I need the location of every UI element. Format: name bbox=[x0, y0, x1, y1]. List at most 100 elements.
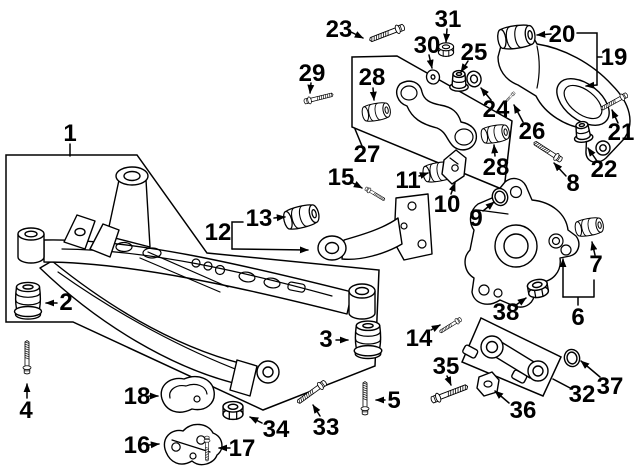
part-37-ring[interactable] bbox=[562, 347, 582, 369]
part-25-nut[interactable] bbox=[449, 69, 469, 92]
part-34-nut[interactable] bbox=[222, 400, 244, 421]
part-35-bolt[interactable] bbox=[429, 381, 470, 406]
callout-31[interactable]: 31 bbox=[435, 6, 462, 33]
callout-17[interactable]: 17 bbox=[229, 435, 256, 462]
part-18-cover[interactable] bbox=[160, 375, 215, 413]
leader-6-bracket bbox=[562, 279, 595, 306]
leader-12-bracket bbox=[231, 221, 244, 250]
callout-1[interactable]: 1 bbox=[63, 120, 76, 147]
part-1-subframe[interactable] bbox=[17, 166, 376, 397]
callout-11[interactable]: 11 bbox=[395, 167, 420, 194]
leader-32 bbox=[552, 378, 573, 390]
leader-19-arrow bbox=[585, 81, 598, 89]
leader-28b bbox=[491, 144, 499, 157]
leader-11 bbox=[418, 172, 429, 179]
callout-8[interactable]: 8 bbox=[566, 170, 579, 197]
callout-10[interactable]: 10 bbox=[434, 191, 461, 218]
callout-19[interactable]: 19 bbox=[601, 44, 628, 71]
callout-6[interactable]: 6 bbox=[571, 304, 584, 331]
leader-16 bbox=[148, 441, 160, 449]
callout-20[interactable]: 20 bbox=[549, 21, 576, 48]
leader-21 bbox=[611, 109, 619, 124]
callout-7[interactable]: 7 bbox=[589, 251, 602, 278]
callout-3[interactable]: 3 bbox=[319, 326, 332, 353]
part-2-bushing[interactable] bbox=[13, 281, 43, 320]
callout-18[interactable]: 18 bbox=[124, 383, 151, 410]
callout-24[interactable]: 24 bbox=[483, 96, 510, 123]
leader-33 bbox=[312, 404, 321, 417]
leader-30 bbox=[426, 54, 434, 69]
leader-8 bbox=[553, 162, 567, 177]
callout-labels: 1 2 3 4 5 6 7 8 9 10 11 12 13 14 15 16 1… bbox=[19, 6, 634, 462]
part-5-bolt[interactable] bbox=[360, 381, 370, 416]
callout-36[interactable]: 36 bbox=[510, 397, 537, 424]
leader-20 bbox=[536, 30, 552, 38]
subframe-main-beam bbox=[43, 239, 353, 315]
callout-28b[interactable]: 28 bbox=[483, 154, 510, 181]
callout-25[interactable]: 25 bbox=[461, 39, 488, 66]
callout-15[interactable]: 15 bbox=[328, 164, 355, 191]
subframe-left-mount bbox=[17, 233, 45, 264]
part-3-bushing[interactable] bbox=[353, 320, 383, 360]
leader-37 bbox=[580, 360, 601, 378]
callout-38[interactable]: 38 bbox=[493, 299, 520, 326]
part-29-bolt[interactable] bbox=[302, 90, 335, 106]
callout-5[interactable]: 5 bbox=[387, 387, 400, 414]
part-14-bolt[interactable] bbox=[437, 315, 463, 335]
leader-13 bbox=[273, 214, 286, 222]
leader-7 bbox=[590, 241, 598, 256]
part-15-screw[interactable] bbox=[363, 185, 387, 203]
subframe-holes bbox=[115, 241, 306, 293]
part-27-upper-arm[interactable] bbox=[396, 80, 478, 151]
part-12-trailing-arm[interactable] bbox=[317, 193, 433, 261]
callout-35[interactable]: 35 bbox=[433, 353, 460, 380]
callout-28a[interactable]: 28 bbox=[359, 64, 386, 91]
part-13-bushing[interactable] bbox=[281, 201, 322, 233]
part-16-bracket[interactable] bbox=[163, 423, 223, 466]
part-10-bracket[interactable] bbox=[441, 149, 467, 185]
leader-23 bbox=[350, 31, 364, 39]
callout-2[interactable]: 2 bbox=[59, 289, 72, 316]
callout-26[interactable]: 26 bbox=[519, 118, 546, 145]
part-19-lower-arm[interactable] bbox=[497, 30, 631, 163]
leader-28a bbox=[369, 87, 377, 101]
callout-23[interactable]: 23 bbox=[326, 16, 353, 43]
callout-37[interactable]: 37 bbox=[597, 373, 624, 400]
leader-24 bbox=[480, 87, 492, 101]
callout-22[interactable]: 22 bbox=[591, 156, 618, 183]
callout-14[interactable]: 14 bbox=[406, 325, 433, 352]
part-7-bushing[interactable] bbox=[573, 215, 606, 239]
leader-15 bbox=[350, 181, 363, 189]
leader-35 bbox=[444, 375, 452, 386]
callout-32[interactable]: 32 bbox=[569, 381, 596, 408]
leader-9 bbox=[482, 201, 495, 212]
leader-29 bbox=[307, 82, 315, 94]
callout-34[interactable]: 34 bbox=[263, 416, 290, 443]
subframe-right-mount bbox=[348, 290, 376, 320]
callout-12[interactable]: 12 bbox=[205, 219, 232, 246]
callout-16[interactable]: 16 bbox=[124, 432, 151, 459]
leader-26 bbox=[513, 104, 524, 123]
leader-19-bracket bbox=[576, 32, 603, 86]
callout-13[interactable]: 13 bbox=[246, 205, 273, 232]
callout-27[interactable]: 27 bbox=[354, 141, 381, 168]
callout-9[interactable]: 9 bbox=[469, 205, 482, 232]
leader-34 bbox=[249, 416, 263, 424]
leader-25 bbox=[460, 60, 469, 73]
leader-22 bbox=[587, 147, 598, 162]
part-23-bolt[interactable] bbox=[367, 22, 407, 45]
callout-21[interactable]: 21 bbox=[608, 119, 635, 146]
callout-33[interactable]: 33 bbox=[313, 414, 340, 441]
leader-lines bbox=[23, 28, 619, 452]
part-4-bolt[interactable] bbox=[22, 340, 32, 375]
callout-30[interactable]: 30 bbox=[414, 32, 441, 59]
leader-31 bbox=[443, 28, 451, 43]
part-31-nut[interactable] bbox=[437, 42, 455, 57]
leader-36 bbox=[494, 390, 510, 404]
callout-4[interactable]: 4 bbox=[19, 397, 33, 424]
part-6-knuckle[interactable] bbox=[464, 177, 580, 308]
leader-10 bbox=[448, 182, 456, 195]
part-32-toe-link[interactable] bbox=[462, 335, 549, 384]
callout-29[interactable]: 29 bbox=[299, 60, 326, 87]
